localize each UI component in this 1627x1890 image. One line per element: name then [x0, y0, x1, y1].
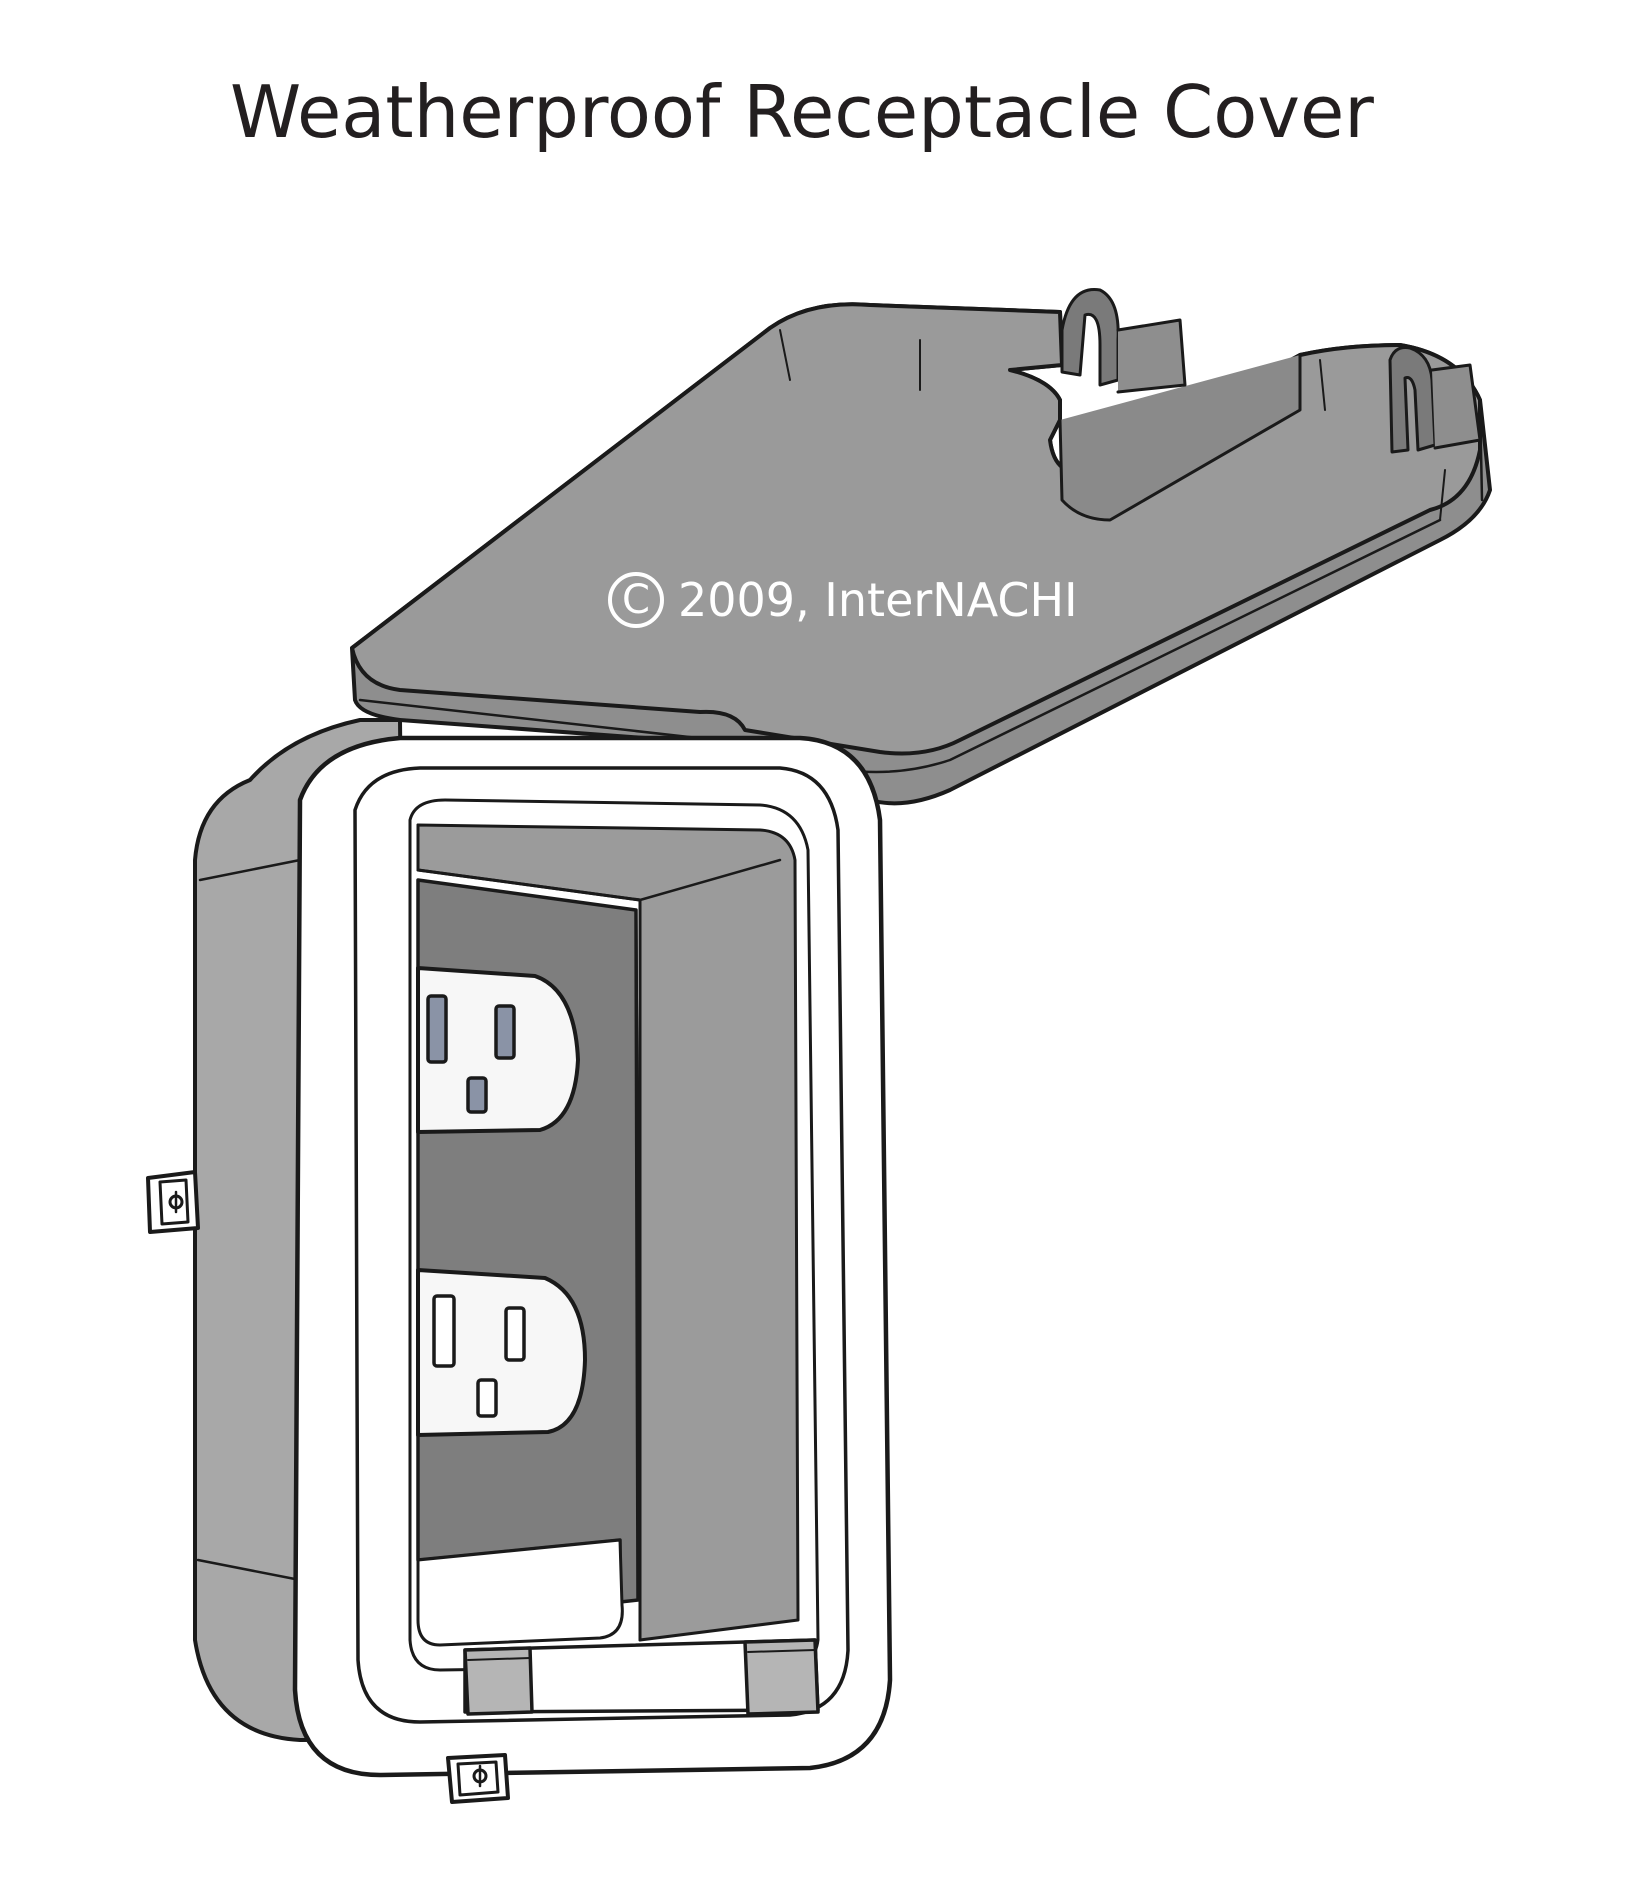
upper-neutral-slot	[494, 1004, 516, 1060]
hinged-lid	[350, 288, 1492, 806]
lower-ground-slot	[476, 1378, 498, 1418]
copyright-symbol: C	[608, 572, 664, 628]
upper-outlet	[416, 966, 580, 1134]
left-mounting-tab	[146, 1170, 200, 1234]
lower-neutral-slot	[504, 1306, 526, 1362]
lower-outlet	[416, 1268, 587, 1437]
duplex-receptacle	[416, 878, 642, 1647]
upper-ground-slot	[466, 1076, 488, 1114]
copyright-text: 2009, InterNACHI	[678, 573, 1078, 627]
lower-hot-slot	[432, 1294, 456, 1368]
bottom-hinge	[463, 1638, 820, 1716]
page-title: Weatherproof Receptacle Cover	[230, 70, 1374, 154]
copyright-watermark: C 2009, InterNACHI	[608, 572, 1078, 628]
bottom-mounting-tab	[446, 1753, 510, 1804]
upper-hot-slot	[426, 994, 448, 1064]
